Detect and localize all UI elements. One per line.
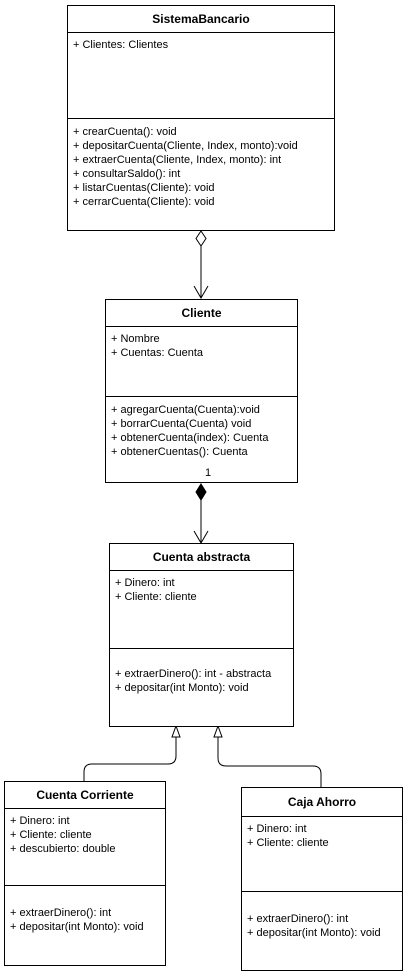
class-caja-ahorro[interactable]: Caja Ahorro + Dinero: int + Cliente: clie… — [241, 787, 403, 971]
attributes-section: + Dinero: int + Cliente: cliente — [242, 816, 402, 892]
attribute: + Cuentas: Cuenta — [111, 347, 204, 359]
attributes-section: + Nombre + Cuentas: Cuenta — [106, 326, 297, 397]
inheritance-triangle — [171, 724, 181, 738]
aggregation-diamond — [195, 230, 207, 247]
attribute: + descubierto: double — [10, 843, 116, 855]
operation: + extraerCuenta(Cliente, Index, monto): … — [73, 154, 282, 166]
operation: + depositarCuenta(Cliente, Index, monto)… — [73, 140, 298, 152]
operation: + depositar(int Monto): void — [10, 921, 144, 933]
operation: + extraerDinero(): int - abstracta — [115, 668, 272, 680]
operations-section: + crearCuenta(): void + depositarCuenta(C… — [68, 119, 334, 230]
aggregation-arrowhead — [193, 285, 209, 299]
class-cuenta-abstracta[interactable]: Cuenta abstracta + Dinero: int + Cliente:… — [109, 543, 294, 727]
multiplicity-label: 1 — [205, 467, 212, 479]
operation: + crearCuenta(): void — [73, 126, 177, 138]
class-title: Cuenta abstracta — [110, 544, 293, 571]
operations-section: + agregarCuenta(Cuenta):void + borrarCuen… — [106, 397, 297, 482]
operation: + agregarCuenta(Cuenta):void — [111, 404, 260, 416]
attribute: + Cliente: cliente — [247, 837, 329, 849]
operation: + consultarSaldo(): int — [73, 168, 181, 180]
operation: + listarCuentas(Cliente): void — [73, 182, 215, 194]
class-title: SistemaBancario — [68, 6, 334, 33]
attributes-section: + Clientes: Clientes — [68, 32, 334, 119]
operation: + obtenerCuentas(): Cuenta — [111, 446, 248, 458]
attribute: + Clientes: Clientes — [73, 39, 169, 51]
operation: + cerrarCuenta(Cliente): void — [73, 196, 215, 208]
attribute: + Dinero: int — [247, 823, 307, 835]
operation: + obtenerCuenta(index): Cuenta — [111, 432, 269, 444]
operations-section: + extraerDinero(): int + depositar(int Mo… — [5, 886, 165, 965]
attribute: + Dinero: int — [10, 815, 70, 827]
class-title: Cliente — [106, 300, 297, 327]
attributes-section: + Dinero: int + Cliente: cliente + descubi… — [5, 808, 165, 886]
operation: + borrarCuenta(Cuenta) void — [111, 418, 252, 430]
operations-section: + extraerDinero(): int - abstracta + depo… — [110, 649, 293, 726]
class-sistema-bancario[interactable]: SistemaBancario + Clientes: Clientes + c… — [67, 5, 335, 231]
attribute: + Cliente: cliente — [10, 829, 92, 841]
class-title: Caja Ahorro — [242, 788, 402, 817]
class-cuenta-corriente[interactable]: Cuenta Corriente + Dinero: int + Cliente:… — [4, 781, 166, 966]
generalization-ahorro — [213, 724, 322, 787]
class-title: Cuenta Corriente — [5, 782, 165, 809]
inheritance-triangle — [213, 724, 223, 738]
class-cliente[interactable]: Cliente + Nombre + Cuentas: Cuenta + agre… — [105, 299, 298, 483]
operations-section: + extraerDinero(): int + depositar(int Mo… — [242, 892, 402, 970]
attributes-section: + Dinero: int + Cliente: cliente — [110, 570, 293, 649]
attribute: + Nombre — [111, 333, 160, 345]
generalization-corriente — [83, 724, 181, 781]
operation: + depositar(int Monto): void — [115, 682, 249, 694]
operation: + extraerDinero(): int — [247, 913, 349, 925]
attribute: + Cliente: cliente — [115, 591, 197, 603]
composition-diamond — [195, 483, 207, 501]
operation: + extraerDinero(): int — [10, 907, 112, 919]
attribute: + Dinero: int — [115, 577, 175, 589]
composition-cliente-cuenta — [193, 483, 209, 544]
operation: + depositar(int Monto): void — [247, 927, 381, 939]
aggregation-sistema-cliente — [193, 230, 209, 299]
